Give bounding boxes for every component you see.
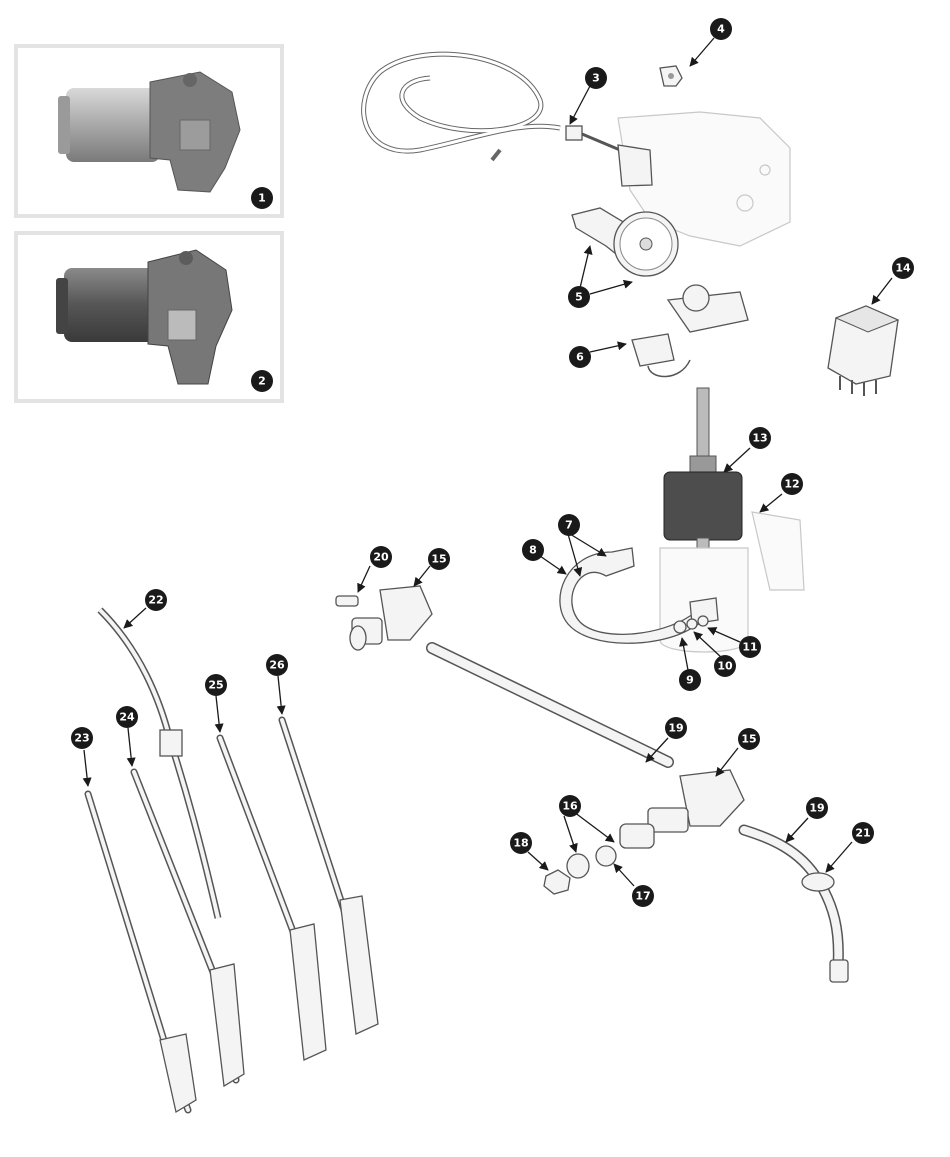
crank-and-gear: [571, 207, 679, 277]
callout-15-lower: 15: [738, 728, 760, 750]
wiper-arm-25: [216, 734, 327, 1061]
wheelbox-upper: [335, 585, 433, 651]
drive-cable: [361, 51, 621, 162]
callout-15-upper: 15: [428, 548, 450, 570]
motor-photo-1: [14, 44, 284, 218]
callout-5: 5: [568, 286, 590, 308]
svg-text:20: 20: [373, 551, 389, 564]
svg-text:17: 17: [635, 890, 650, 903]
callout-4: 4: [710, 18, 732, 40]
strap-clamp: [559, 547, 719, 644]
svg-text:19: 19: [668, 722, 683, 735]
fixing-kit: [543, 845, 617, 895]
washers: [673, 615, 709, 634]
callout-6: 6: [569, 346, 591, 368]
svg-text:15: 15: [431, 553, 446, 566]
svg-text:23: 23: [74, 732, 89, 745]
svg-text:25: 25: [208, 679, 223, 692]
svg-text:24: 24: [119, 711, 135, 724]
relay-part: [827, 305, 900, 396]
svg-text:19: 19: [809, 802, 824, 815]
svg-text:18: 18: [513, 837, 528, 850]
callout-19-upper: 19: [665, 717, 687, 739]
svg-text:15: 15: [741, 733, 756, 746]
park-switch: [631, 284, 749, 378]
callout-23: 23: [71, 727, 93, 749]
svg-text:12: 12: [784, 478, 799, 491]
svg-text:22: 22: [148, 594, 163, 607]
svg-text:8: 8: [529, 544, 537, 557]
svg-text:1: 1: [258, 192, 266, 205]
callout-3: 3: [585, 67, 607, 89]
callout-20: 20: [370, 546, 392, 568]
callout-12: 12: [781, 473, 803, 495]
wiper-arm-23: [84, 790, 197, 1114]
motor-photo-2: [14, 231, 284, 403]
wheelbox-lower: [619, 769, 745, 849]
callout-19-lower: 19: [806, 797, 828, 819]
svg-text:9: 9: [686, 674, 694, 687]
leader-lines: [82, 37, 893, 887]
callout-8: 8: [522, 539, 544, 561]
callout-2: 2: [251, 370, 273, 392]
svg-text:4: 4: [717, 23, 725, 36]
callout-1: 1: [251, 187, 273, 209]
svg-text:5: 5: [575, 291, 583, 304]
callout-9: 9: [679, 669, 701, 691]
callout-24: 24: [116, 706, 138, 728]
callout-14: 14: [892, 257, 914, 279]
callout-26: 26: [266, 654, 288, 676]
wiper-arm-26: [278, 716, 379, 1035]
nut-part: [659, 65, 683, 87]
callout-10: 10: [714, 655, 736, 677]
callout-22: 22: [145, 589, 167, 611]
svg-text:7: 7: [565, 519, 573, 532]
wiper-blade: [97, 607, 222, 919]
callout-13: 13: [749, 427, 771, 449]
wiper-arm-24: [130, 768, 245, 1088]
svg-text:2: 2: [258, 375, 266, 388]
svg-text:10: 10: [717, 660, 733, 673]
drive-tube-long: [426, 642, 674, 768]
callout-17: 17: [632, 885, 654, 907]
gearbox-housing: [617, 111, 791, 247]
armature: [663, 387, 743, 561]
svg-text:3: 3: [592, 72, 600, 85]
svg-text:14: 14: [895, 262, 911, 275]
callout-21: 21: [852, 822, 874, 844]
svg-text:11: 11: [742, 641, 757, 654]
callout-11: 11: [739, 636, 761, 658]
drive-tube-short: [738, 824, 849, 983]
svg-text:26: 26: [269, 659, 285, 672]
callout-7: 7: [558, 514, 580, 536]
svg-text:6: 6: [576, 351, 584, 364]
callout-25: 25: [205, 674, 227, 696]
callout-16: 16: [559, 795, 581, 817]
callout-18: 18: [510, 832, 532, 854]
svg-text:16: 16: [562, 800, 578, 813]
svg-text:13: 13: [752, 432, 767, 445]
svg-text:21: 21: [855, 827, 870, 840]
